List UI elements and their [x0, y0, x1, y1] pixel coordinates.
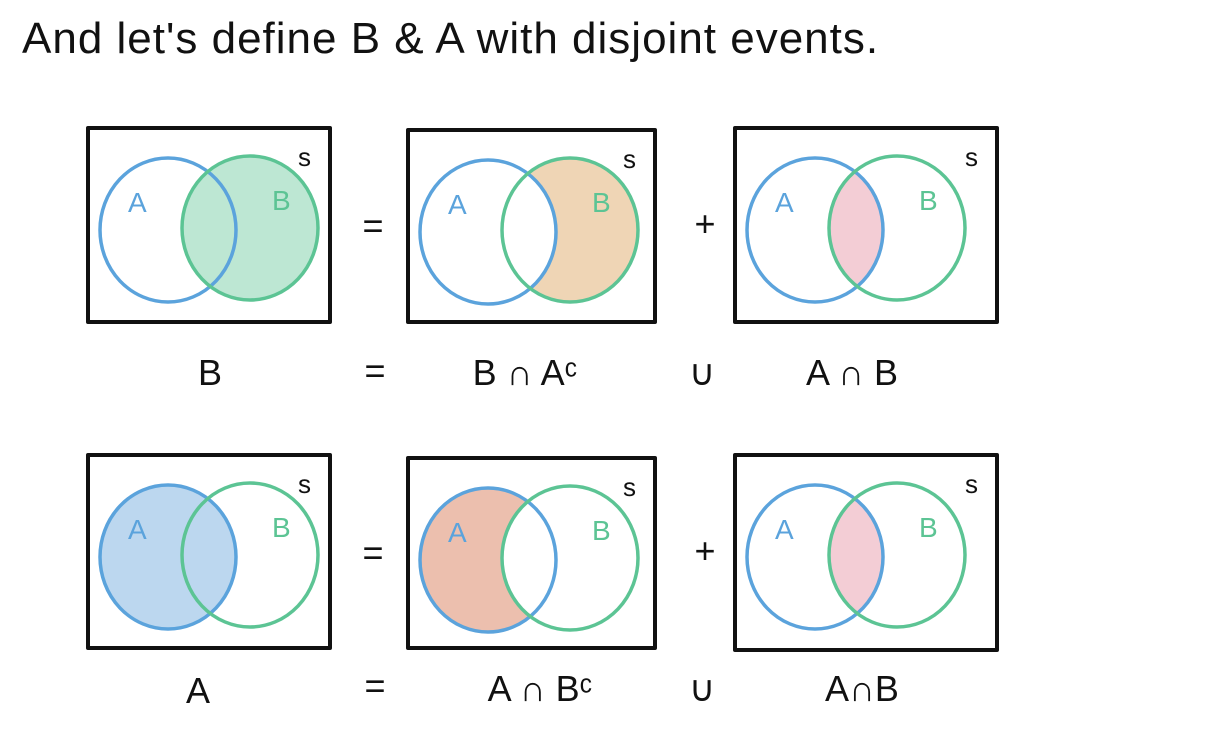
venn-diagram: A Bs [733, 126, 999, 324]
label-a: A [448, 189, 467, 220]
venn-diagram: A Bs [86, 453, 332, 650]
caption-union: ∪ [688, 668, 716, 709]
sample-space-box [733, 453, 999, 652]
sample-space-box [86, 126, 332, 324]
circle-b [827, 481, 967, 629]
caption-term-2: A∩B [825, 668, 899, 709]
circle-b [180, 154, 320, 302]
label-b: B [919, 512, 938, 543]
circle-a [745, 483, 885, 631]
venn-diagram: A Bs [733, 453, 999, 652]
label-b: B [919, 185, 938, 216]
sample-space-box [406, 128, 657, 324]
caption-lhs: B [197, 352, 223, 393]
title: And let's define B & A with disjoint eve… [22, 14, 880, 63]
label-b: B [592, 187, 611, 218]
sample-space-box [86, 453, 332, 650]
plus-sign: + [694, 203, 716, 244]
label-b: B [272, 185, 291, 216]
circle-a [98, 156, 238, 304]
shaded-region [502, 158, 638, 302]
venn-diagram: A Bs [86, 126, 332, 324]
caption-equals: = [364, 350, 386, 391]
circle-b [180, 481, 320, 629]
shaded-region [182, 156, 318, 300]
label-a: A [128, 514, 147, 545]
label-s: s [965, 469, 978, 499]
shaded-region [829, 158, 883, 300]
caption-lhs: A [185, 670, 211, 711]
caption-term-1: A ∩ Bᶜ [487, 668, 593, 709]
circle-b [500, 156, 640, 304]
shaded-region [420, 488, 556, 632]
venn-diagram: A Bs [406, 128, 657, 324]
circle-a [418, 158, 558, 306]
label-a: A [128, 187, 147, 218]
label-b: B [272, 512, 291, 543]
label-s: s [623, 144, 636, 174]
shaded-region [829, 485, 883, 627]
equals-sign: = [362, 532, 384, 573]
caption-equals: = [364, 665, 386, 706]
label-s: s [623, 472, 636, 502]
plus-sign: + [694, 530, 716, 571]
label-s: s [298, 469, 311, 499]
sample-space-box [733, 126, 999, 324]
circle-b [827, 154, 967, 302]
circle-a [745, 156, 885, 304]
caption-term-1: B ∩ Aᶜ [472, 352, 578, 393]
circle-a [98, 483, 238, 631]
label-b: B [592, 515, 611, 546]
caption-union: ∪ [688, 352, 716, 393]
caption-term-2: A ∩ B [806, 352, 898, 393]
label-a: A [448, 517, 467, 548]
circle-a [418, 486, 558, 634]
shaded-region [100, 485, 236, 629]
label-s: s [298, 142, 311, 172]
label-a: A [775, 187, 794, 218]
sample-space-box [406, 456, 657, 650]
label-s: s [965, 142, 978, 172]
venn-diagram: A Bs [406, 456, 657, 650]
circle-b [500, 484, 640, 632]
equals-sign: = [362, 205, 384, 246]
label-a: A [775, 514, 794, 545]
